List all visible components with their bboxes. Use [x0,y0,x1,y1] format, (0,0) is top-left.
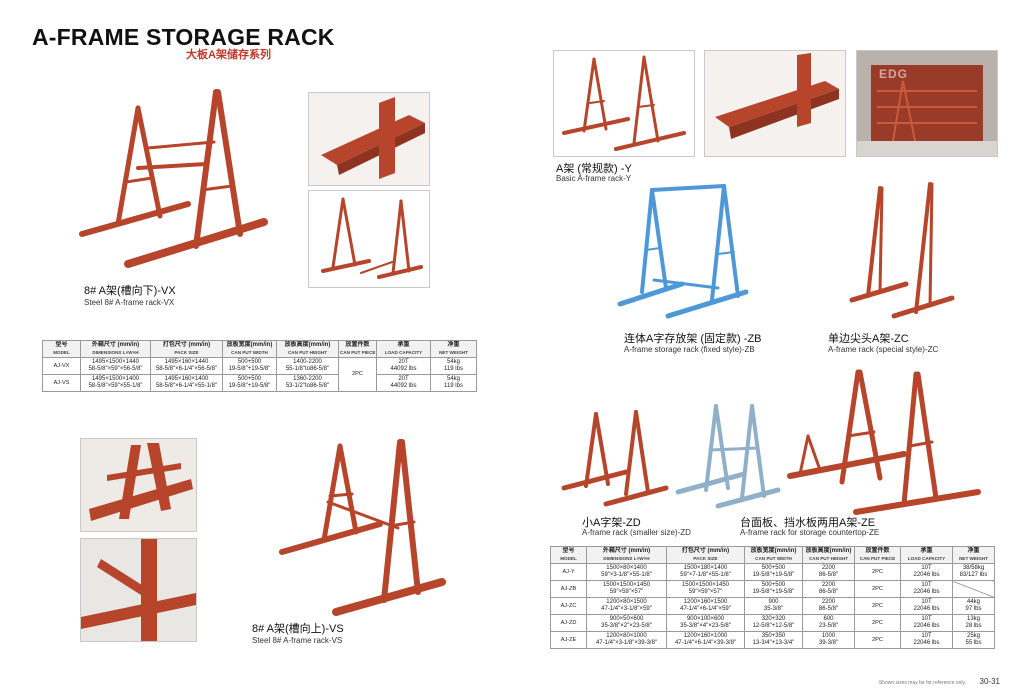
empty-weight-cell [952,580,995,598]
zd-caption-en: A-frame rack (smaller size)-ZD [582,528,691,537]
y-caption-cn: A架 (常规款) -Y [556,163,632,175]
container-photo: EDG [856,50,998,157]
zc-caption-en: A-frame rack (special style)-ZC [828,345,939,354]
vs-detail-photo-bottom [80,538,197,642]
vx-detail-photo-bottom [308,190,430,288]
vs-detail-photo-top [80,438,197,532]
y-caption-en: Basic A-frame rack-Y [556,174,632,183]
container-watermark: EDG [879,67,909,81]
zd-gray-rack-image [672,400,782,510]
vs-rack-image [276,436,446,618]
footer-note: Shown sizes may be for reference only. [878,680,966,686]
zb-caption-cn: 连体A字存放架 (固定款) -ZB [624,333,762,345]
vx-detail-photo-top [308,92,430,186]
vx-rack-image [78,86,268,276]
ze-rack-image [786,366,982,516]
zc-caption-cn: 单边尖头A架-ZC [828,333,909,345]
y-detail-photo [704,50,846,157]
vx-caption-cn: 8# A架(槽向下)-VX [84,285,176,297]
zd-rack-image [560,400,670,508]
zb-caption-en: A-frame storage rack (fixed style)-ZB [624,345,755,354]
vs-caption-en: Steel 8# A-frame rack-VS [252,636,343,645]
zb-rack-image [612,180,752,320]
zd-caption-cn: 小A字架-ZD [582,517,641,529]
zc-rack-image [846,180,956,320]
y-rack-photo [553,50,695,157]
ze-caption-en: A-frame rack for storage countertop-ZE [740,528,880,537]
vs-caption-cn: 8# A架(槽向上)-VS [252,623,344,635]
page-number: 30-31 [979,677,1000,686]
page-title: A-FRAME STORAGE RACK [32,24,335,50]
vx-caption-en: Steel 8# A-frame rack-VX [84,298,175,307]
ze-caption-cn: 台面板、挡水板两用A架-ZE [740,517,876,529]
page-subtitle: 大板A架储存系列 [186,49,271,61]
